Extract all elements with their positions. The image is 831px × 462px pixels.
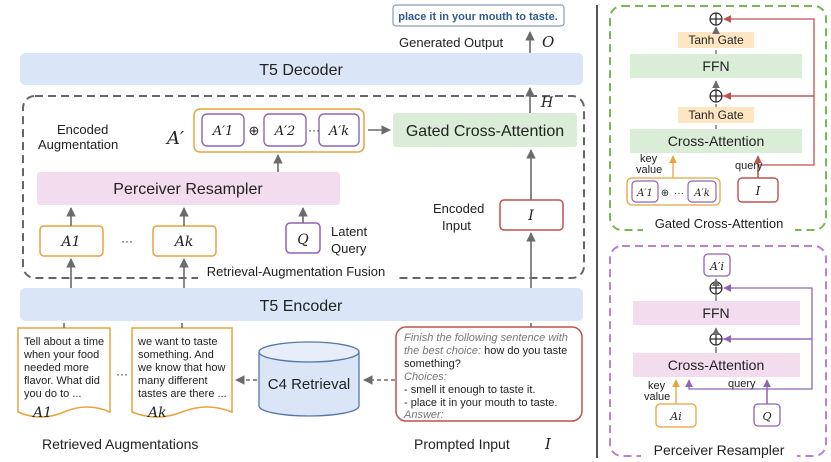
- pr-input-box: [655, 403, 697, 428]
- pr-cross-attention: [633, 353, 800, 377]
- latent-query-symbol: Q: [297, 232, 309, 248]
- generated-output-text: place it in your mouth to taste.: [398, 11, 558, 23]
- gca-cross-attention-label: Cross-Attention: [668, 133, 764, 149]
- latent-query-label-1: Latent: [331, 224, 368, 239]
- t5-decoder: [20, 53, 583, 85]
- gca-tanh-gate-top-label: Tanh Gate: [688, 33, 744, 47]
- gca-tanh-gate-mid: [678, 107, 754, 123]
- gca-aug-token-k-label: A′k: [693, 188, 710, 199]
- gca-key-label: key: [640, 153, 658, 165]
- t5-decoder-label: T5 Decoder: [259, 62, 343, 79]
- retrieved-doc-k-text: we want to taste something. And we know …: [137, 336, 229, 400]
- gca-tanh-gate-mid-label: Tanh Gate: [688, 108, 744, 122]
- gca-tanh-gate-top: [678, 32, 754, 48]
- pr-panel-title: Perceiver Resampler: [654, 442, 785, 458]
- c4-retrieval-database: [258, 341, 360, 417]
- pr-ffn-label: FFN: [702, 305, 729, 321]
- pr-input-symbol: Ai: [669, 410, 681, 423]
- encoded-input-label-1: Encoded: [433, 201, 484, 216]
- gca-aug-token-1-label: A′1: [636, 188, 653, 199]
- hidden-symbol: H: [540, 95, 554, 111]
- prompted-input-label: Prompted Input: [414, 436, 510, 452]
- gca-aug-token-k: [687, 180, 717, 203]
- aug-inputs-ellipsis: ···: [121, 234, 133, 248]
- pr-query-symbol: Q: [762, 410, 771, 423]
- gca-ffn-label: FFN: [702, 58, 729, 74]
- encoded-input-label-2: Input: [442, 218, 471, 233]
- fusion-label: Retrieval-Augmentation Fusion: [207, 264, 385, 279]
- retrieved-docs-ellipsis: ···: [116, 367, 128, 381]
- gca-ellipsis: ···: [674, 188, 684, 199]
- gca-panel-title: Gated Cross-Attention: [655, 216, 784, 231]
- generated-output-label: Generated Output: [399, 35, 503, 50]
- encoded-augmentation-label-2: Augmentation: [38, 137, 118, 152]
- concat-symbol: ⊕: [249, 123, 260, 138]
- pr-ffn: [633, 301, 800, 325]
- pr-query-box: [753, 403, 781, 427]
- retrieved-doc-1-symbol: A1: [31, 405, 52, 421]
- pr-query-label: query: [728, 378, 756, 390]
- aug-input-k-label: Ak: [173, 234, 194, 250]
- gca-cross-attention: [630, 129, 802, 153]
- pr-query-to-key: [685, 379, 767, 390]
- perceiver-resampler-label: Perceiver Resampler: [113, 181, 263, 198]
- retrieved-doc-k: [131, 327, 233, 418]
- generated-output-box: [392, 4, 565, 27]
- pr-output-box: [703, 253, 731, 277]
- prompted-input-box: [395, 326, 583, 422]
- retrieved-doc-1-text: Tell about a time when your food needed …: [23, 336, 107, 400]
- t5-encoder-label: T5 Encoder: [260, 298, 343, 315]
- gca-value-label: value: [636, 164, 662, 176]
- aug-token-1-label: A′1: [212, 124, 234, 139]
- prompted-input-symbol: I: [544, 435, 552, 453]
- gated-cross-attention-block: [393, 113, 577, 147]
- encoded-input-symbol: I: [527, 208, 534, 224]
- latent-query-label-2: Query: [331, 241, 367, 256]
- aug-input-1-label: A1: [59, 234, 80, 250]
- gca-concat: ⊕: [661, 188, 669, 199]
- gca-ffn: [630, 54, 802, 78]
- gca-input-box: [737, 177, 779, 203]
- aug-token-k: [318, 113, 360, 147]
- gca-query-label: query: [735, 160, 763, 172]
- aug-token-2-label: A′2: [274, 124, 296, 139]
- aug-token-1: [201, 113, 245, 147]
- pr-output-symbol: A′i: [709, 260, 724, 273]
- pr-panel-title-bg: [641, 442, 797, 460]
- pr-panel: [609, 245, 827, 457]
- retrieved-doc-k-symbol: Ak: [146, 405, 167, 421]
- retrieved-doc-1: [17, 327, 111, 418]
- gca-panel-title-bg: [643, 215, 795, 231]
- aug-token-2: [263, 113, 307, 147]
- fusion-boundary: [22, 95, 585, 279]
- fusion-label-bg: [198, 264, 396, 280]
- retrieved-augmentations-label: Retrieved Augmentations: [42, 436, 198, 452]
- perceiver-resampler-block: [37, 172, 340, 205]
- encoded-augmentation-symbol: A′: [165, 128, 184, 149]
- c4-retrieval-label: C4 Retrieval: [268, 376, 351, 393]
- pr-value-label: value: [644, 391, 670, 403]
- aug-ellipsis: ···: [308, 123, 320, 137]
- output-symbol: O: [542, 33, 554, 51]
- gca-aug-token-1: [631, 180, 659, 203]
- gca-input-symbol: I: [755, 184, 761, 198]
- pr-key-label: key: [648, 380, 666, 392]
- prompted-input-text: Finish the following sentence with the b…: [403, 332, 571, 421]
- gated-cross-attention-label: Gated Cross-Attention: [406, 123, 564, 140]
- encoded-augmentation-label-1: Encoded: [57, 122, 108, 137]
- t5-encoder: [20, 288, 583, 321]
- aug-token-k-label: A′k: [328, 124, 349, 139]
- pr-cross-attention-label: Cross-Attention: [668, 357, 764, 373]
